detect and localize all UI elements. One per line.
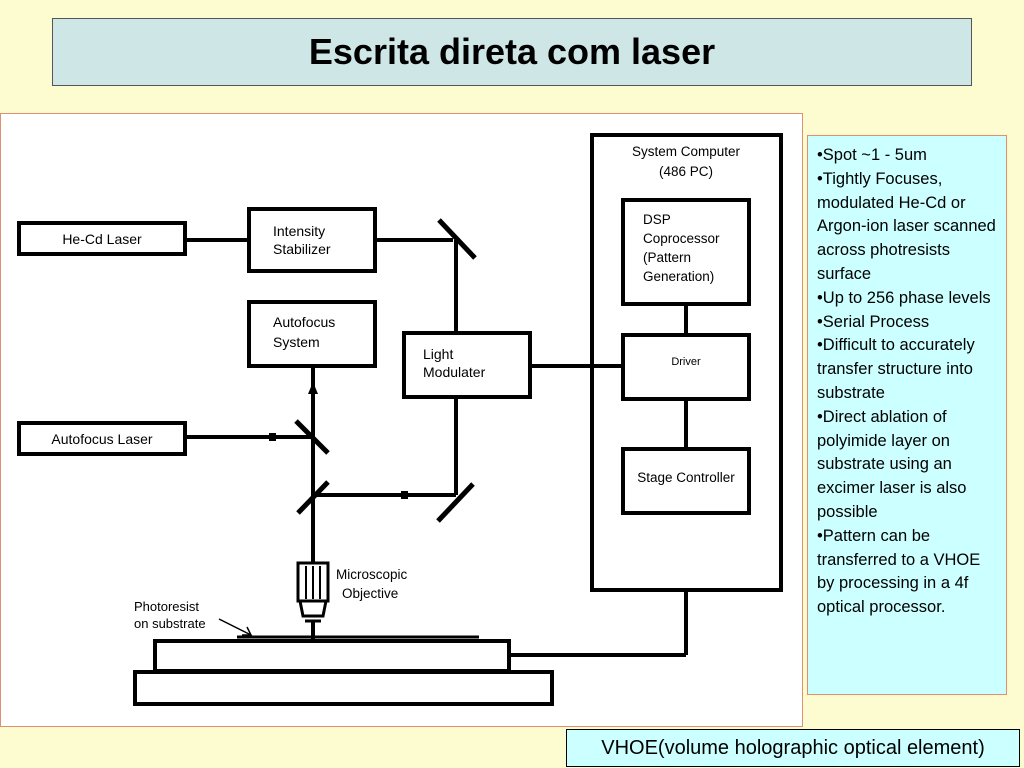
- stage-controller-label: Stage Controller: [637, 470, 735, 485]
- intensity-stabilizer-box: [247, 207, 377, 273]
- note-item: •Serial Process: [817, 312, 930, 331]
- light-modulater-label-2: Modulater: [423, 364, 486, 380]
- note-item: •Pattern can be transferred to a VHOE by…: [817, 526, 981, 617]
- light-modulater-label-1: Light: [423, 346, 453, 362]
- notes-list: •Spot ~1 - 5um •Tightly Focuses, modulat…: [817, 144, 1002, 620]
- autofocus-laser-label: Autofocus Laser: [51, 431, 153, 447]
- note-item: •Direct ablation of polyimide layer on s…: [817, 407, 967, 521]
- dsp-label-1: DSP: [643, 212, 671, 227]
- driver-label: Driver: [671, 356, 701, 368]
- mirror-top: [437, 218, 477, 260]
- note-item: •Up to 256 phase levels: [817, 288, 991, 307]
- base-stage: [133, 670, 554, 706]
- he-cd-laser-label: He-Cd Laser: [62, 231, 142, 247]
- autofocus-system-label-1: Autofocus: [273, 314, 335, 330]
- photoresist-arrow: [218, 618, 253, 636]
- title-banner: Escrita direta com laser: [52, 18, 972, 86]
- note-item: •Difficult to accurately transfer struct…: [817, 336, 975, 402]
- mirror-bottom: [436, 482, 475, 523]
- dsp-label-3: (Pattern: [643, 250, 691, 265]
- intensity-stabilizer-label-1: Intensity: [273, 223, 325, 239]
- photoresist-label-1: Photoresist: [134, 599, 199, 614]
- substrate-stage: [153, 639, 511, 673]
- page-title: Escrita direta com laser: [308, 31, 716, 72]
- microscopic-objective-icon: [296, 561, 330, 623]
- autofocus-system-label-2: System: [273, 334, 320, 350]
- diagram-svg: He-Cd Laser Autofocus Laser Intensity St…: [17, 133, 783, 706]
- note-item: •Spot ~1 - 5um: [817, 146, 927, 164]
- dsp-label-2: Coprocessor: [643, 231, 720, 246]
- vhoe-footnote: VHOE(volume holographic optical element): [566, 729, 1020, 767]
- notes-panel: •Spot ~1 - 5um •Tightly Focuses, modulat…: [807, 135, 1007, 695]
- microscopic-objective-label-2: Objective: [342, 586, 398, 601]
- dsp-label-4: Generation): [643, 269, 714, 284]
- laser-writing-diagram: He-Cd Laser Autofocus Laser Intensity St…: [0, 113, 803, 727]
- intensity-stabilizer-label-2: Stabilizer: [273, 241, 331, 257]
- microscopic-objective-label-1: Microscopic: [336, 567, 408, 582]
- note-item: •Tightly Focuses, modulated He-Cd or Arg…: [817, 169, 996, 283]
- system-computer-label-2: (486 PC): [659, 164, 713, 179]
- system-computer-label-1: System Computer: [632, 144, 741, 159]
- mirror-autofocus: [294, 419, 330, 455]
- mirror-beamsplitter: [296, 480, 330, 515]
- photoresist-label-2: on substrate: [134, 616, 206, 631]
